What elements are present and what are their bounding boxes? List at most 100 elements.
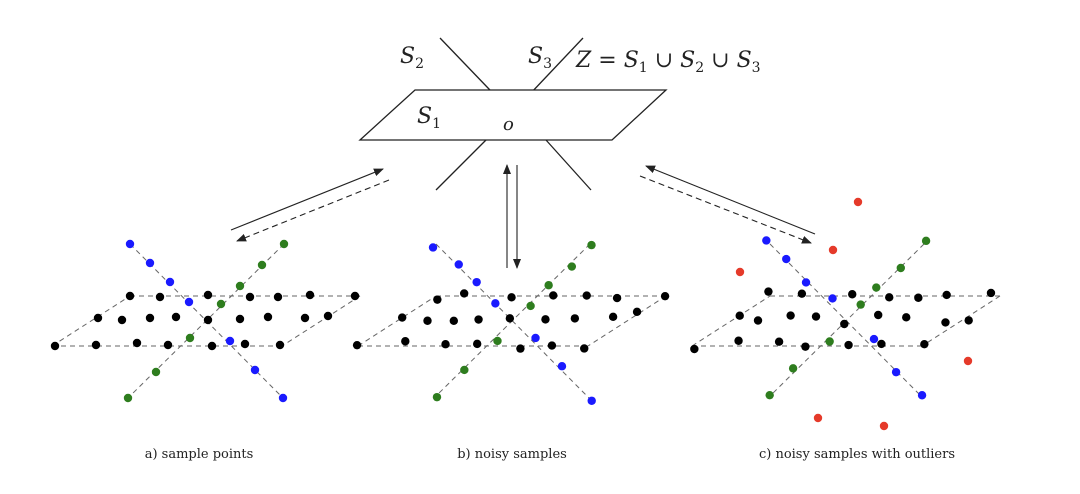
plane-point-a [171,312,181,322]
plane-s1 [358,89,668,141]
plane-point-c [840,319,849,329]
green-point-b [567,262,577,271]
plane-point-c [920,339,929,349]
plane-point-b [632,307,642,317]
plane-point-c [964,316,973,325]
plane-point-b [507,293,516,302]
outlier-point-c [828,245,838,255]
plane-edge-left-c [691,295,771,347]
green-point-a [151,367,161,377]
plane-point-c [885,293,894,302]
plane-point-c [986,288,996,298]
green-point-a [235,281,245,291]
plane-point-a [145,313,155,323]
blue-point-c [762,236,771,245]
plane-point-b [474,315,483,324]
green-point-c [921,236,931,246]
green-point-c [765,390,774,400]
green-point-c [825,337,834,346]
outlier-point-c [879,421,889,431]
plane-point-a [50,341,60,351]
plane-point-b [580,344,589,353]
plane-point-b [423,316,432,325]
blue-point-a [278,393,288,403]
label-s2: S2 [400,44,424,72]
plane-point-c [902,313,911,322]
green-point-b [460,365,469,375]
blue-point-b [557,362,567,371]
outlier-point-c [963,356,973,366]
arrow-c-up [645,165,816,235]
arrow-a-down [236,179,390,242]
plane-point-c [914,293,923,302]
green-point-b [432,392,442,402]
plane-point-a [323,311,333,321]
plane-point-b [660,291,670,301]
plane-point-c [797,289,807,298]
plane-point-a [300,313,310,323]
label-s1: S1 [417,104,441,132]
plane-point-a [163,340,173,350]
plane-point-b [433,295,442,304]
label-s3: S3 [528,44,552,72]
plane-point-b [401,337,410,346]
plane-point-a [273,292,283,302]
caption-c: c) noisy samples with outliers [759,447,955,462]
plane-point-c [735,311,744,320]
green-point-c [788,364,798,373]
plane-point-c [811,312,821,321]
plane-point-a [203,315,213,325]
plane-edge-right-a [281,295,361,347]
outlier-point-c [813,413,823,423]
plane-point-a [93,313,103,323]
plane-point-b [516,344,525,353]
blue-point-b [428,243,438,252]
green-point-b [526,301,535,311]
plane-point-b [608,312,618,322]
green-point-c [856,300,865,309]
plane-edge-left-b [357,295,437,347]
green-point-a [123,393,133,403]
plane-point-b [505,314,515,323]
plane-point-c [764,287,773,296]
plane-point-b [449,316,459,326]
green-point-a [279,239,289,249]
plane-edge-left-a [51,295,131,347]
plane-edge-right-b [587,295,667,347]
plane-point-a [240,339,250,349]
caption-a: a) sample points [145,447,254,462]
line-s3-lower [545,139,592,191]
blue-point-a [250,365,260,375]
plane-point-a [155,292,165,302]
blue-point-b [531,333,540,343]
plane-point-c [801,342,810,351]
plane-point-a [350,291,360,301]
plane-point-b [570,314,580,323]
green-point-b [544,281,553,290]
blue-point-c [782,254,791,264]
plane-point-a [207,341,217,351]
plane-point-a [235,314,245,324]
plane-point-c [844,340,853,350]
plane-point-a [245,292,255,302]
green-point-a [216,299,226,309]
green-point-a [257,260,267,270]
green-point-c [872,283,881,292]
plane-point-c [786,311,795,320]
blue-point-a [225,336,235,346]
arrow-a-up [230,168,384,231]
plane-point-a [305,290,315,300]
plane-point-a [263,312,273,322]
plane-point-a [132,338,142,348]
line-s2-lower [435,139,487,191]
plane-point-a [125,291,135,301]
arrow-c-down [639,175,812,244]
blue-point-a [165,277,175,287]
blue-point-b [491,299,500,308]
blue-point-b [454,260,463,269]
sample-panels [50,197,1001,431]
plane-edge-right-c [921,295,1001,347]
plane-point-b [441,340,450,349]
